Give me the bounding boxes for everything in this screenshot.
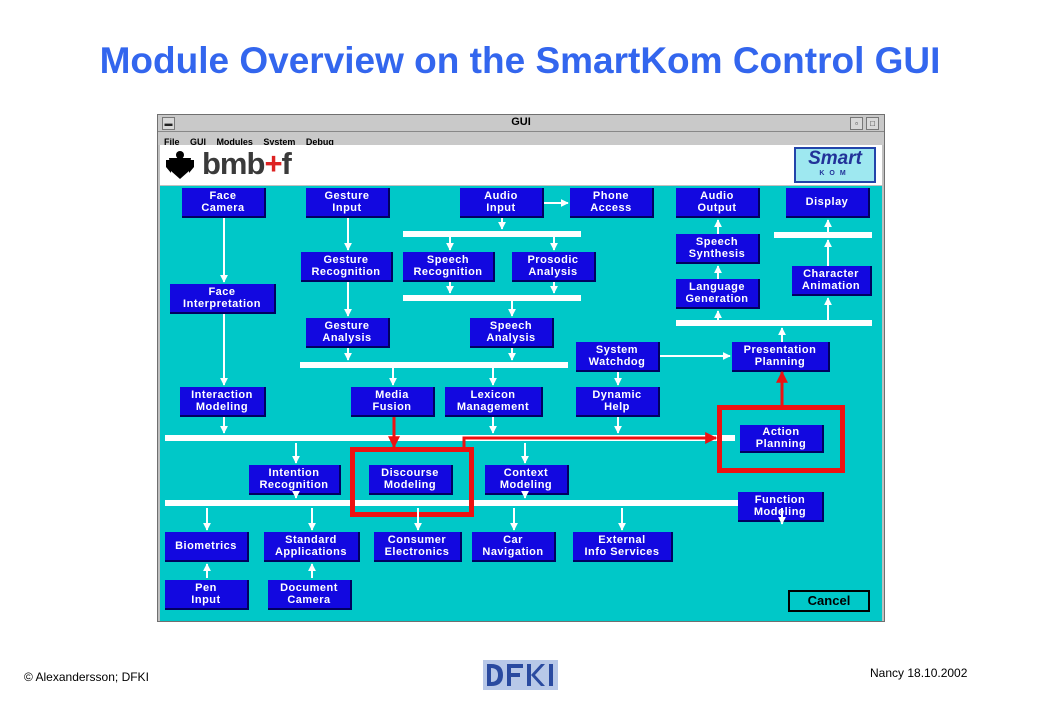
module-dynamic-help[interactable]: Dynamic Help — [576, 387, 660, 417]
module-car-navigation[interactable]: Car Navigation — [472, 532, 556, 562]
window-title: GUI — [511, 116, 531, 128]
highlight-discourse-modeling — [350, 447, 474, 517]
module-external-info-services[interactable]: External Info Services — [573, 532, 673, 562]
module-gesture-recognition[interactable]: Gesture Recognition — [301, 252, 393, 282]
maximize-icon[interactable]: □ — [866, 117, 879, 130]
module-interaction-modeling[interactable]: Interaction Modeling — [180, 387, 266, 417]
cancel-button[interactable]: Cancel — [788, 590, 870, 612]
bus-main — [165, 435, 735, 441]
module-speech-synthesis[interactable]: Speech Synthesis — [676, 234, 760, 264]
module-face-camera[interactable]: Face Camera — [182, 188, 266, 218]
module-lexicon-management[interactable]: Lexicon Management — [445, 387, 543, 417]
module-prosodic-analysis[interactable]: Prosodic Analysis — [512, 252, 596, 282]
bus-audio — [403, 231, 581, 237]
module-speech-analysis[interactable]: Speech Analysis — [470, 318, 554, 348]
footer-date: Nancy 18.10.2002 — [870, 666, 968, 680]
menu-system[interactable]: System — [263, 137, 296, 147]
minimize-icon[interactable]: ▫ — [850, 117, 863, 130]
module-gesture-input[interactable]: Gesture Input — [306, 188, 390, 218]
footer-author: © Alexandersson; DFKI — [24, 670, 149, 684]
module-document-camera[interactable]: Document Camera — [268, 580, 352, 610]
smartkom-logo: Smart KOM — [794, 147, 876, 183]
menu-debug[interactable]: Debug — [305, 137, 334, 147]
module-biometrics[interactable]: Biometrics — [165, 532, 249, 562]
dfki-logo — [483, 660, 558, 690]
module-character-animation[interactable]: Character Animation — [792, 266, 872, 296]
module-language-generation[interactable]: Language Generation — [676, 279, 760, 309]
module-intention-recognition[interactable]: Intention Recognition — [249, 465, 341, 495]
module-standard-applications[interactable]: Standard Applications — [264, 532, 360, 562]
menu-bar: File GUI Modules System Debug — [158, 132, 884, 147]
bus-applications — [165, 500, 785, 506]
module-discourse-modeling[interactable]: Discourse Modeling — [369, 465, 453, 495]
bus-analysis — [300, 362, 568, 368]
slide-title: Module Overview on the SmartKom Control … — [99, 40, 941, 81]
window-titlebar[interactable]: GUI ▬ ▫ □ — [158, 115, 884, 132]
banner: bmb+f Smart KOM — [160, 145, 882, 185]
module-context-modeling[interactable]: Context Modeling — [485, 465, 569, 495]
module-audio-output[interactable]: Audio Output — [676, 188, 760, 218]
menu-file[interactable]: File — [164, 137, 180, 147]
highlight-action-planning — [717, 405, 845, 473]
module-gesture-analysis[interactable]: Gesture Analysis — [306, 318, 390, 348]
menu-gui[interactable]: GUI — [189, 137, 206, 147]
module-consumer-electronics[interactable]: Consumer Electronics — [374, 532, 462, 562]
module-function-modeling[interactable]: Function Modeling — [738, 492, 824, 522]
module-display[interactable]: Display — [786, 188, 870, 218]
module-audio-input[interactable]: Audio Input — [460, 188, 544, 218]
menu-modules[interactable]: Modules — [216, 137, 253, 147]
bmbf-logo: bmb+f — [202, 146, 292, 181]
bus-presentation — [676, 320, 872, 326]
module-phone-access[interactable]: Phone Access — [570, 188, 654, 218]
module-pen-input[interactable]: Pen Input — [165, 580, 249, 610]
module-presentation-planning[interactable]: Presentation Planning — [732, 342, 830, 372]
module-action-planning[interactable]: Action Planning — [740, 425, 824, 453]
bus-display — [774, 232, 872, 238]
window-menu-icon[interactable]: ▬ — [162, 117, 175, 130]
module-speech-recognition[interactable]: Speech Recognition — [403, 252, 495, 282]
module-media-fusion[interactable]: Media Fusion — [351, 387, 435, 417]
federal-eagle-icon — [166, 151, 194, 179]
module-system-watchdog[interactable]: System Watchdog — [576, 342, 660, 372]
module-face-interpretation[interactable]: Face Interpretation — [170, 284, 276, 314]
bus-speech — [403, 295, 581, 301]
